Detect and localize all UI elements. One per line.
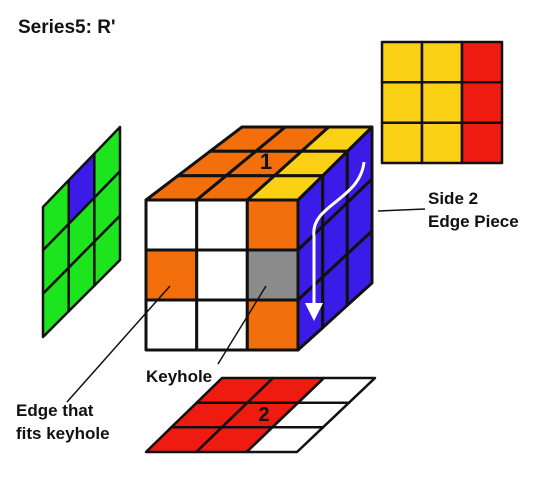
panel-topright-sticker-r3-c2 — [420, 121, 464, 165]
bottom-face-panel: 2 — [144, 376, 377, 454]
panel-topright-sticker-r3-c1 — [380, 121, 424, 165]
edge-leader-line — [66, 285, 171, 403]
keyhole-label: Keyhole — [146, 365, 212, 388]
cube-front-sticker-r3-c1 — [144, 298, 199, 352]
panel-topright-sticker-r1-c3 — [460, 40, 504, 84]
keyhole-label-text: Keyhole — [146, 367, 213, 386]
bottom-face-marker: 2 — [258, 404, 269, 426]
top-face-marker: 1 — [260, 149, 272, 174]
cube-front-sticker-r1-c2 — [195, 198, 249, 252]
panel-bottom-sticker-r3-c3 — [245, 426, 325, 454]
leader-lines — [66, 208, 426, 403]
cube-top-face: 1 — [144, 125, 374, 202]
edge-label-line1: Edge that — [16, 401, 94, 420]
cube-front-sticker-r3-c2 — [195, 298, 249, 352]
left-face-panel — [41, 125, 122, 339]
cube-front-sticker-r1-c3 — [245, 198, 300, 252]
keyhole-leader-line — [217, 285, 267, 365]
cube-front-sticker-r2-c3 — [245, 248, 300, 302]
side2-leader-line — [377, 208, 426, 212]
side2-label-line2: Edge Piece — [428, 212, 519, 231]
panel-topright-sticker-r2-c3 — [460, 81, 504, 124]
cube-front-sticker-r1-c1 — [144, 198, 199, 252]
cube-right-sticker-r3-c3 — [345, 229, 374, 307]
cube-front-sticker-r2-c1 — [144, 248, 199, 302]
page-title: Series5: R' — [18, 17, 116, 38]
cube-top-sticker-r3-c3 — [245, 174, 325, 202]
edge-label-line2: fits keyhole — [16, 424, 110, 443]
panel-topright-sticker-r1-c2 — [420, 40, 464, 84]
panel-topright-sticker-r3-c3 — [460, 121, 504, 165]
side2-label-line1: Side 2 — [428, 189, 479, 208]
cube-front-sticker-r2-c2 — [195, 248, 249, 302]
side2-edge-label: Side 2 Edge Piece — [428, 187, 519, 233]
panel-left-sticker-r3-c3 — [41, 266, 70, 339]
panel-topright-sticker-r1-c1 — [380, 40, 424, 84]
edge-fits-keyhole-label: Edge that fits keyhole — [16, 399, 110, 445]
cube-front-sticker-r3-c3 — [245, 298, 300, 352]
turn-arrow-icon — [305, 161, 366, 321]
right-face-panel — [380, 40, 504, 165]
panel-topright-sticker-r2-c1 — [380, 81, 424, 124]
cube-front-face — [144, 198, 300, 352]
panel-topright-sticker-r2-c2 — [420, 81, 464, 124]
